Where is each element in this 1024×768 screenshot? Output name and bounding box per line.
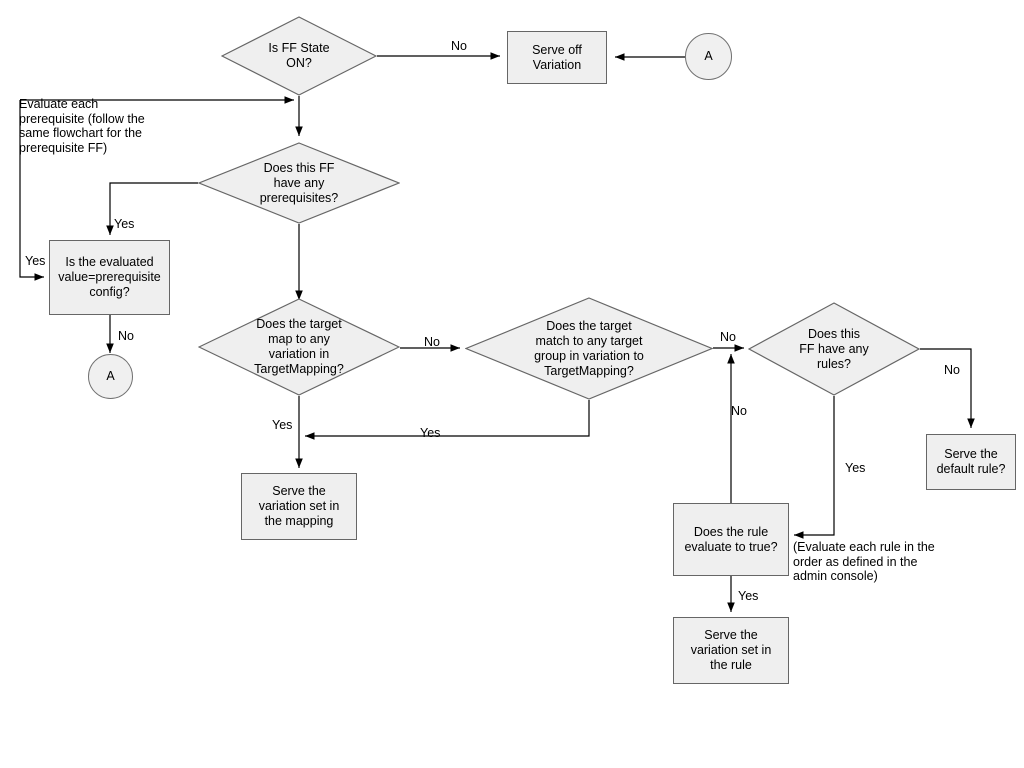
connector-a-top-right-label: A — [704, 49, 713, 63]
decision-has-prerequisites-label: Does this FF have any prerequisites? — [259, 160, 339, 205]
process-serve-variation-mapping[interactable]: Serve the variation set in the mapping — [241, 473, 357, 540]
edge-rules-yes — [794, 396, 835, 539]
decision-target-map-to-variation-label: Does the target map to any variation in … — [254, 317, 344, 376]
edge-label-prereq-yes: Yes — [114, 217, 135, 231]
decision-target-match-group[interactable]: Does the target match to any target grou… — [465, 297, 713, 400]
edge-label-state-on-no: No — [451, 39, 467, 53]
diamond-shape — [748, 302, 920, 396]
decision-is-ff-state-on[interactable]: Is FF State ON? — [221, 16, 377, 96]
decision-target-map-to-variation[interactable]: Does the target map to any variation in … — [198, 298, 400, 396]
process-evaluated-value-prerequisite-label: Is the evaluated value=prerequisite conf… — [58, 255, 161, 299]
process-serve-variation-rule-label: Serve the variation set in the rule — [690, 628, 772, 672]
diamond-shape — [465, 297, 713, 400]
process-serve-variation-mapping-label: Serve the variation set in the mapping — [258, 484, 340, 528]
process-rule-evaluate-to-true[interactable]: Does the rule evaluate to true? — [673, 503, 789, 576]
edge-label-prereq-loop-yes: Yes — [25, 254, 46, 268]
process-serve-default-rule-label: Serve the default rule? — [936, 447, 1006, 476]
edge-label-rules-yes: Yes — [845, 461, 866, 475]
connector-a-left-label: A — [106, 369, 115, 383]
decision-ff-have-rules-label: Does this FF have any rules? — [799, 326, 869, 371]
edge-label-target-group-yes: Yes — [420, 426, 441, 440]
process-serve-off-variation-label: Serve off Variation — [532, 42, 582, 72]
process-serve-off-variation[interactable]: Serve off Variation — [507, 31, 607, 84]
edge-label-rule-eval-yes: Yes — [738, 589, 759, 603]
edge-label-rule-eval-no: No — [731, 404, 747, 418]
edge-rules-no — [920, 348, 975, 428]
decision-target-match-group-label: Does the target match to any target grou… — [534, 318, 644, 378]
diamond-shape — [221, 16, 377, 96]
edge-label-target-map-no: No — [424, 335, 440, 349]
process-serve-variation-rule[interactable]: Serve the variation set in the rule — [673, 617, 789, 684]
process-rule-evaluate-to-true-label: Does the rule evaluate to true? — [684, 524, 778, 554]
note-prerequisite-evaluation: Evaluate each prerequisite (follow the s… — [19, 97, 145, 155]
decision-is-ff-state-on-label: Is FF State ON? — [268, 41, 330, 70]
edge-label-prereq-config-no: No — [118, 329, 134, 343]
connector-a-left[interactable]: A — [88, 354, 133, 399]
decision-ff-have-rules[interactable]: Does this FF have any rules? — [748, 302, 920, 396]
edge-label-target-group-no: No — [720, 330, 736, 344]
diamond-shape — [198, 142, 400, 224]
edge-target-group-yes — [305, 400, 590, 440]
diamond-shape — [198, 298, 400, 396]
process-serve-default-rule[interactable]: Serve the default rule? — [926, 434, 1016, 490]
edge-label-rules-no: No — [944, 363, 960, 377]
note-rule-order: (Evaluate each rule in the order as defi… — [793, 540, 935, 583]
edge-label-target-map-yes: Yes — [272, 418, 293, 432]
connector-a-top-right[interactable]: A — [685, 33, 732, 80]
decision-has-prerequisites[interactable]: Does this FF have any prerequisites? — [198, 142, 400, 224]
process-evaluated-value-prerequisite[interactable]: Is the evaluated value=prerequisite conf… — [49, 240, 170, 315]
